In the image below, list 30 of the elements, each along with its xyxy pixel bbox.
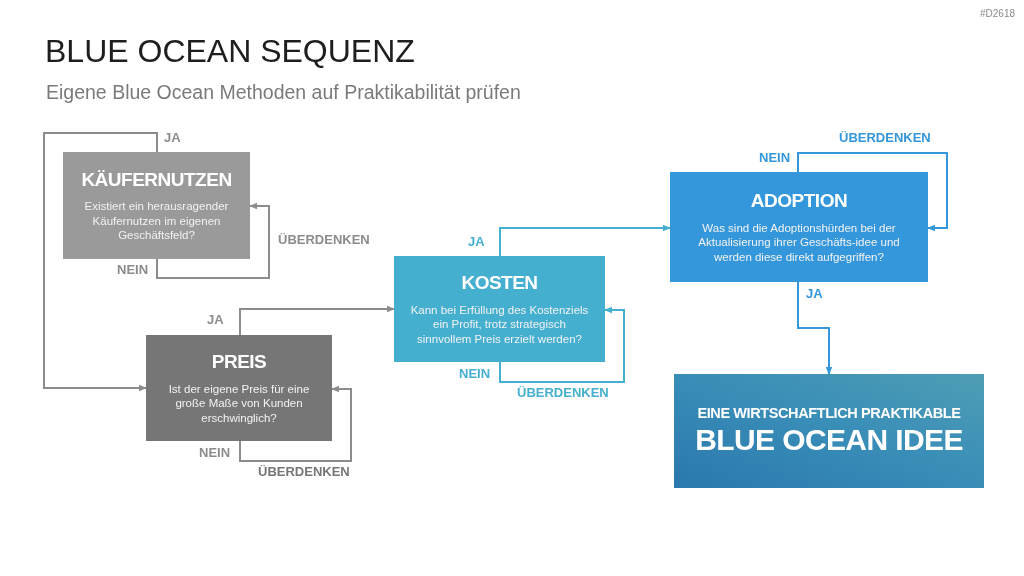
box-text: Existiert ein herausragender Käufernutzen im eigenen Geschäftsfeld?: [83, 199, 230, 243]
process-box: [394, 256, 605, 362]
loop-arrow: [239, 385, 352, 462]
slide-title: BLUE OCEAN SEQUENZ: [45, 34, 415, 70]
arrow: [43, 132, 158, 392]
process-box: [146, 335, 332, 441]
process-box: [63, 152, 250, 259]
process-box: [670, 172, 928, 282]
loop-label: ÜBERDENKEN: [258, 465, 350, 480]
box-text: Ist der eigene Preis für eine große Maße von Kunden erschwinglich?: [167, 381, 311, 425]
result-box: [674, 374, 984, 488]
arrow: [239, 305, 395, 336]
box-text: Kann bei Erfüllung des Kostenziels ein Profit, trotz strategisch sinnvollem Preis erzielt werden?: [409, 302, 590, 346]
box-text: Was sind die Adoptionshürden bei der Aktualisierung ihrer Geschäfts-idee und werden diese direkt aufgegriffen?: [697, 220, 901, 264]
box-heading: KÄUFERNUTZEN: [81, 168, 232, 191]
result-heading: BLUE OCEAN IDEE: [695, 423, 963, 457]
box-heading: KOSTEN: [461, 272, 538, 294]
result-subheading: EINE WIRTSCHAFTLICH PRAKTIKABLE: [697, 405, 961, 422]
loop-label: ÜBERDENKEN: [517, 386, 609, 401]
loop-label: ÜBERDENKEN: [839, 131, 931, 146]
box-heading: PREIS: [211, 351, 267, 373]
loop-label: ÜBERDENKEN: [278, 233, 370, 248]
box-heading: ADOPTION: [750, 190, 848, 212]
slide-subtitle: Eigene Blue Ocean Methoden auf Praktikabilität prüfen: [46, 81, 521, 104]
slide-code: #D2618: [980, 8, 1016, 20]
loop-arrow: [499, 306, 625, 383]
loop-arrow: [156, 202, 270, 279]
loop-arrow: [797, 152, 948, 232]
arrow: [797, 281, 833, 375]
arrow: [499, 224, 671, 257]
